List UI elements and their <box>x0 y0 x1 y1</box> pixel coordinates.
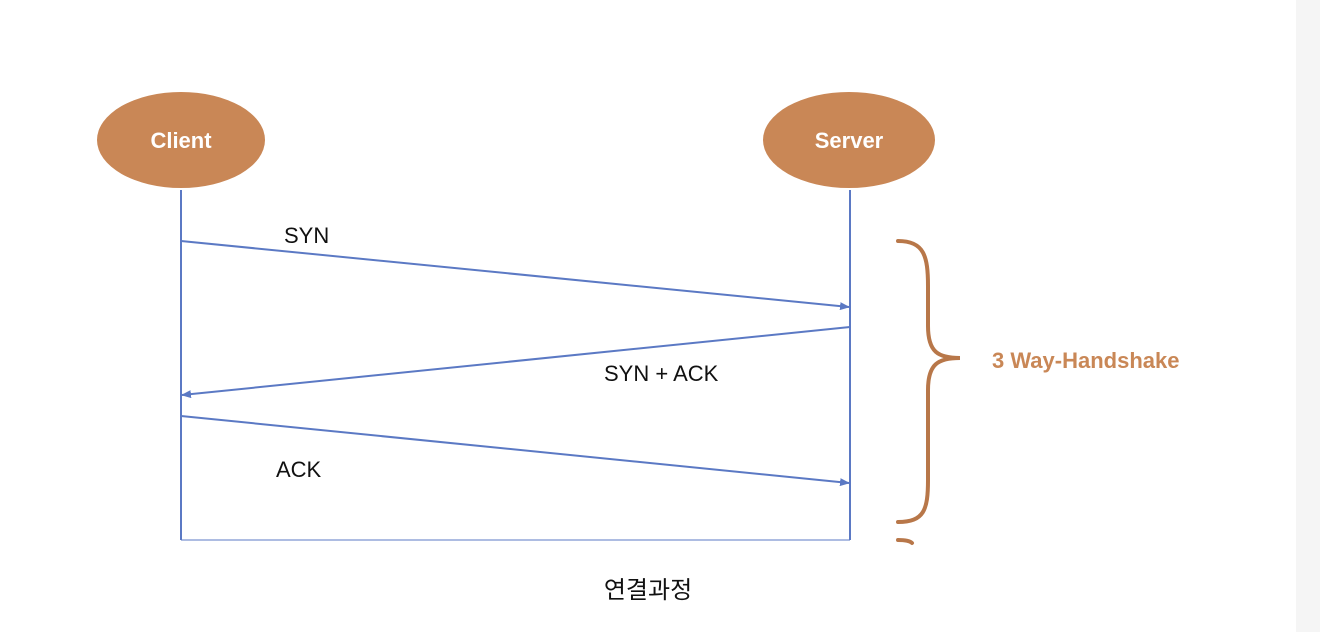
syn-arrow <box>180 240 850 311</box>
server-ellipse <box>763 92 935 188</box>
page-edge <box>1296 0 1320 632</box>
figure-caption: 연결과정 <box>603 576 693 604</box>
handshake-brace <box>896 239 961 524</box>
client-label: Client <box>150 128 212 153</box>
ack-arrow <box>180 415 850 487</box>
handshake-label: 3 Way-Handshake <box>992 348 1179 373</box>
brace-fragment <box>896 538 914 545</box>
ack-label: ACK <box>276 457 322 482</box>
syn-ack-arrow <box>181 326 851 399</box>
syn-ack-label: SYN + ACK <box>604 361 719 386</box>
client-node: Client <box>97 92 265 188</box>
server-label: Server <box>815 128 884 153</box>
handshake-sequence-diagram: Client Server SYN SYN + ACK ACK 3 Way-Ha… <box>97 92 1179 545</box>
syn-label: SYN <box>284 223 329 248</box>
client-ellipse <box>97 92 265 188</box>
server-node: Server <box>763 92 935 188</box>
